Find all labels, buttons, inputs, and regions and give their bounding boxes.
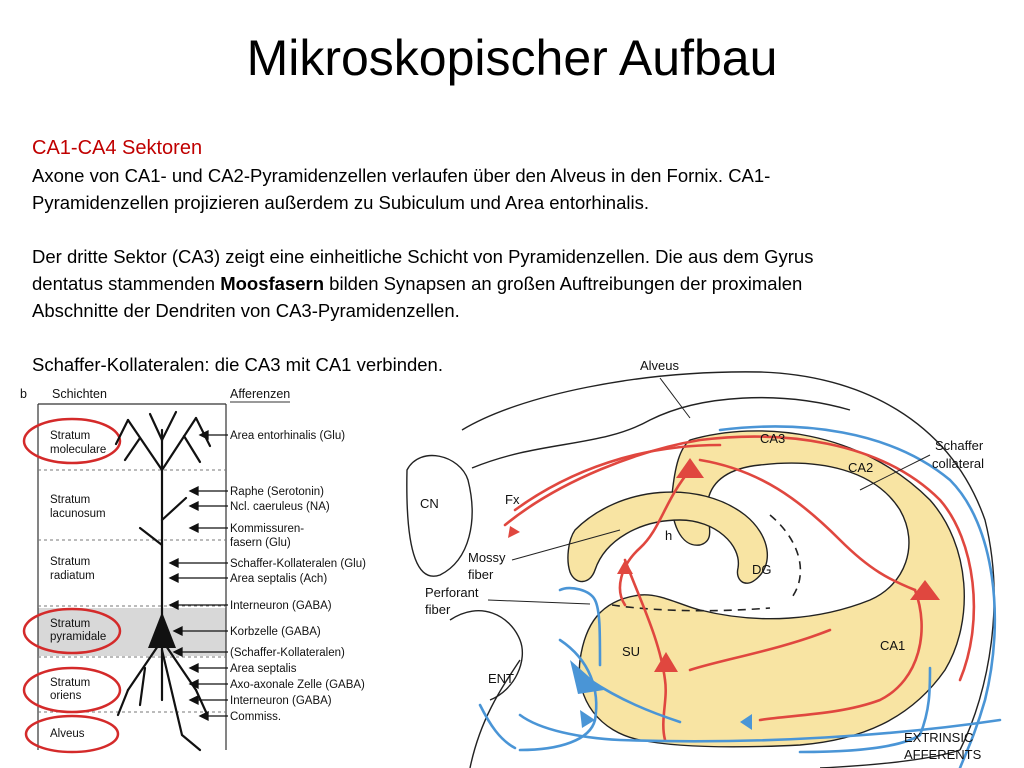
- afferent-label: Interneuron (GABA): [230, 695, 332, 707]
- afferent-label: Area septalis: [230, 663, 297, 675]
- afferent-label: Raphe (Serotonin): [230, 486, 324, 498]
- label-ca1: CA1: [880, 638, 905, 653]
- pyramidal-neuron: [114, 410, 212, 752]
- dentate-gyrus: [567, 491, 769, 584]
- label-schaffer-2: collateral: [932, 456, 984, 471]
- layer-label: Stratum: [50, 556, 90, 568]
- label-su: SU: [622, 644, 640, 659]
- label-schaffer-1: Schaffer: [935, 438, 984, 453]
- tissue-contours: [406, 371, 995, 768]
- header-afferents: Afferenzen: [230, 387, 290, 401]
- afferent-label: Area septalis (Ach): [230, 573, 327, 585]
- layer-label: Stratum: [50, 618, 90, 630]
- label-h: h: [665, 528, 672, 543]
- fissure-dashed: [611, 514, 802, 612]
- layer-label: Stratum: [50, 430, 90, 442]
- slide-body: CA1-CA4 Sektoren Axone von CA1- und CA2-…: [32, 134, 852, 378]
- label-cn: CN: [420, 496, 439, 511]
- afferent-label: fasern (Glu): [230, 537, 291, 549]
- afferent-label: Axo-axonale Zelle (GABA): [230, 679, 365, 691]
- slide-title: Mikroskopischer Aufbau: [246, 30, 778, 86]
- afferent-label: Korbzelle (GABA): [230, 626, 321, 638]
- afferent-label: Schaffer-Kollateralen (Glu): [230, 558, 366, 570]
- label-fx: Fx: [505, 492, 520, 507]
- header-layers: Schichten: [52, 387, 107, 401]
- layer-label: Alveus: [50, 728, 85, 740]
- label-mossy-2: fiber: [468, 567, 494, 582]
- layer-label: pyramidale: [50, 631, 106, 643]
- pointer-lines: [487, 377, 931, 605]
- label-ent: ENT: [488, 671, 514, 686]
- section-title: CA1-CA4 Sektoren: [32, 137, 203, 159]
- pyramidal-layer-band: [38, 608, 226, 656]
- afferent-pathways: [478, 425, 1002, 768]
- afferent-neurons: [570, 660, 752, 730]
- label-extrinsic-2: AFFERENTS: [904, 747, 982, 762]
- layer-label: oriens: [50, 690, 82, 702]
- cornu-ammonis-band: [578, 430, 965, 748]
- label-mossy-1: Mossy: [468, 550, 506, 565]
- moosfasern-term: Moosfasern: [220, 273, 325, 294]
- panel-letter: b: [20, 387, 27, 401]
- afferent-label: (Schaffer-Kollateralen): [230, 647, 345, 659]
- paragraph-2: Der dritte Sektor (CA3) zeigt eine einhe…: [32, 243, 852, 324]
- paragraph-3: Schaffer-Kollateralen: die CA3 mit CA1 v…: [32, 354, 443, 375]
- paragraph-1: Axone von CA1- und CA2-Pyramidenzellen v…: [32, 165, 771, 213]
- layer-label: Stratum: [50, 677, 90, 689]
- paragraph-2-part2: bilden Synapsen an großen Auftreibungen …: [32, 273, 803, 321]
- afferent-label: Kommissuren-: [230, 523, 304, 535]
- afferent-label: Area entorhinalis (Glu): [230, 430, 345, 442]
- label-perforant-1: Perforant: [425, 585, 479, 600]
- efferent-neurons: [508, 458, 940, 672]
- label-ca2: CA2: [848, 460, 873, 475]
- label-perforant-2: fiber: [425, 602, 451, 617]
- afferent-label: Ncl. caeruleus (NA): [230, 501, 330, 513]
- afferent-label: Commiss.: [230, 711, 281, 723]
- label-extrinsic-1: EXTRINSIC: [904, 730, 973, 745]
- layer-label: lacunosum: [50, 508, 106, 520]
- layer-label: moleculare: [50, 444, 106, 456]
- layer-label: Stratum: [50, 494, 90, 506]
- afferent-label: Interneuron (GABA): [230, 600, 332, 612]
- paragraph-2-part1: Der dritte Sektor (CA3) zeigt eine einhe…: [32, 246, 814, 294]
- layer-label: radiatum: [50, 570, 95, 582]
- label-dg: DG: [752, 562, 772, 577]
- efferent-pathways: [503, 435, 976, 742]
- pyramidal-soma: [148, 612, 176, 648]
- highlight-ellipses: [22, 417, 122, 754]
- afferent-arrows: [168, 429, 228, 722]
- label-ca3: CA3: [760, 431, 785, 446]
